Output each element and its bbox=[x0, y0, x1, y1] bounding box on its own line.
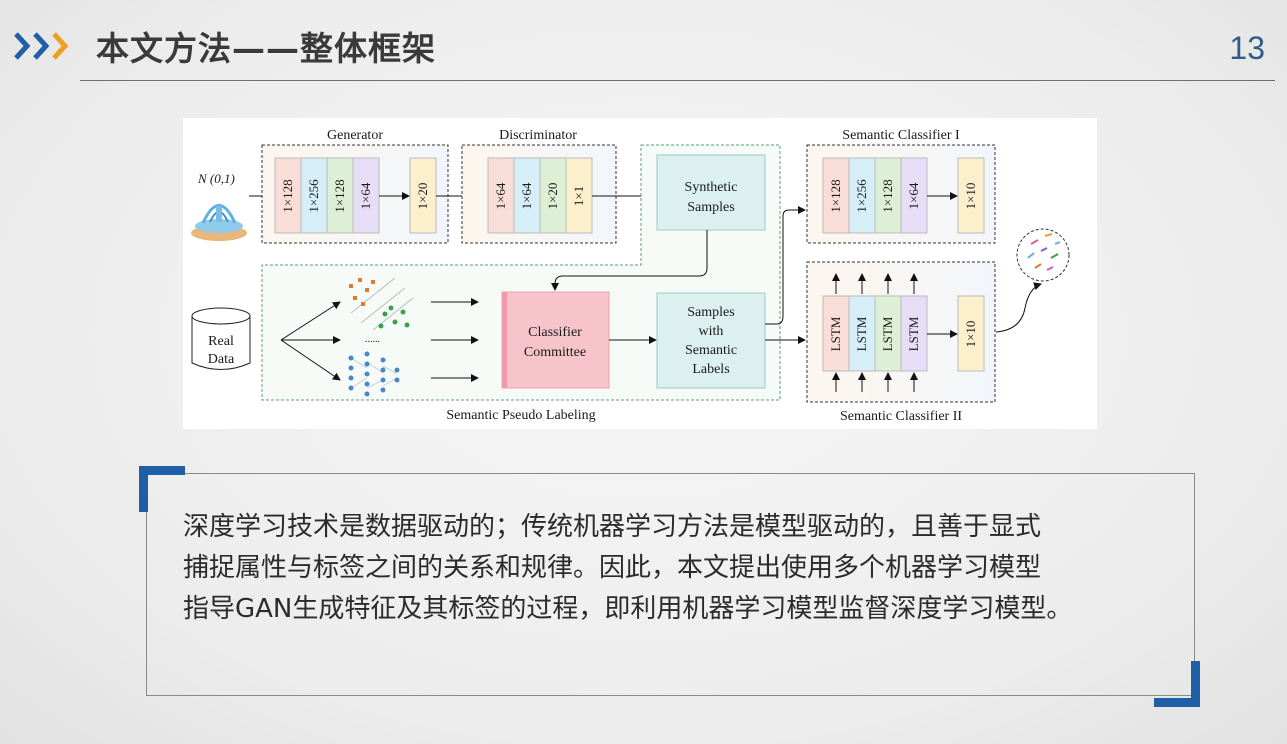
cls2-layer-4: LSTM bbox=[906, 316, 921, 351]
corner-accent-top-left bbox=[139, 466, 185, 512]
synthetic-samples-label-2: Samples bbox=[687, 200, 734, 215]
classifier-1-layers: 1×128 1×256 1×128 1×64 1×10 bbox=[822, 157, 985, 234]
gen-layer-2: 1×256 bbox=[306, 179, 321, 213]
labeled-samples-label-1: Samples bbox=[687, 305, 734, 320]
cls2-layer-5: 1×10 bbox=[963, 321, 978, 348]
classifier-committee-label-1: Classifier bbox=[528, 325, 582, 340]
title-divider bbox=[80, 80, 1275, 81]
cls1-layer-5: 1×10 bbox=[963, 183, 978, 210]
cls2-layer-1: LSTM bbox=[828, 316, 843, 351]
callout-text: 深度学习技术是数据驱动的；传统机器学习方法是模型驱动的，且善于显式 捕捉属性与标… bbox=[183, 507, 1173, 630]
generator-title: Generator bbox=[327, 128, 383, 143]
ellipsis: ...... bbox=[365, 334, 380, 345]
scatter-model-icon bbox=[349, 277, 414, 331]
classifier-committee-box bbox=[501, 291, 610, 389]
disc-layer-3: 1×20 bbox=[545, 183, 560, 210]
labeled-samples-box bbox=[656, 292, 766, 389]
corner-accent-bottom-right bbox=[1154, 661, 1200, 707]
classifier-2-layers: LSTM LSTM LSTM LSTM 1×10 bbox=[822, 295, 985, 372]
discriminator-layers: 1×64 1×64 1×20 1×1 bbox=[487, 157, 593, 234]
cls1-layer-1: 1×128 bbox=[828, 179, 843, 212]
gen-layer-1: 1×128 bbox=[280, 179, 295, 212]
framework-figure: N (0,1) Generator 1×128 1×256 1×128 1×64… bbox=[183, 118, 1097, 429]
cls1-layer-3: 1×128 bbox=[880, 179, 895, 212]
cls2-layer-2: LSTM bbox=[854, 316, 869, 351]
classifier-1-title: Semantic Classifier I bbox=[842, 128, 960, 143]
synthetic-samples-label-1: Synthetic bbox=[685, 180, 738, 195]
disc-layer-4: 1×1 bbox=[571, 186, 586, 206]
fountain-icon bbox=[191, 204, 247, 241]
disc-layer-1: 1×64 bbox=[493, 182, 508, 209]
noise-label: N (0,1) bbox=[197, 171, 235, 186]
synthetic-samples-box bbox=[656, 154, 766, 231]
callout-line-3: 指导GAN生成特征及其标签的过程，即利用机器学习模型监督深度学习模型。 bbox=[183, 594, 1073, 624]
callout-box bbox=[146, 473, 1195, 696]
gen-layer-5: 1×20 bbox=[415, 183, 430, 210]
disc-layer-2: 1×64 bbox=[519, 182, 534, 209]
page-number: 13 bbox=[1229, 30, 1265, 66]
neural-net-icon bbox=[348, 351, 400, 397]
chevrons-icon bbox=[14, 32, 69, 60]
labeled-samples-label-2: with bbox=[699, 324, 724, 339]
database-icon bbox=[191, 307, 251, 370]
cls2-layer-3: LSTM bbox=[880, 316, 895, 351]
pseudo-labeling-title: Semantic Pseudo Labeling bbox=[446, 408, 595, 423]
classifier-committee-label-2: Committee bbox=[524, 345, 586, 360]
classifier-2-title: Semantic Classifier II bbox=[840, 409, 962, 424]
labeled-samples-label-4: Labels bbox=[692, 362, 729, 377]
real-data-label-2: Data bbox=[208, 352, 235, 367]
cls1-layer-4: 1×64 bbox=[906, 182, 921, 209]
callout-line-1: 深度学习技术是数据驱动的；传统机器学习方法是模型驱动的，且善于显式 bbox=[183, 512, 1042, 542]
labeled-samples-label-3: Semantic bbox=[685, 343, 737, 358]
discriminator-title: Discriminator bbox=[499, 128, 577, 143]
generator-layers: 1×128 1×256 1×128 1×64 1×20 bbox=[274, 157, 437, 234]
callout-line-2: 捕捉属性与标签之间的关系和规律。因此，本文提出使用多个机器学习模型 bbox=[183, 553, 1042, 583]
gen-layer-4: 1×64 bbox=[358, 182, 373, 209]
real-data-label-1: Real bbox=[208, 334, 234, 349]
cls1-layer-2: 1×256 bbox=[854, 179, 869, 213]
output-cluster-icon bbox=[1016, 228, 1070, 282]
slide-title: 本文方法——整体框架 bbox=[96, 29, 436, 68]
gen-layer-3: 1×128 bbox=[332, 179, 347, 212]
